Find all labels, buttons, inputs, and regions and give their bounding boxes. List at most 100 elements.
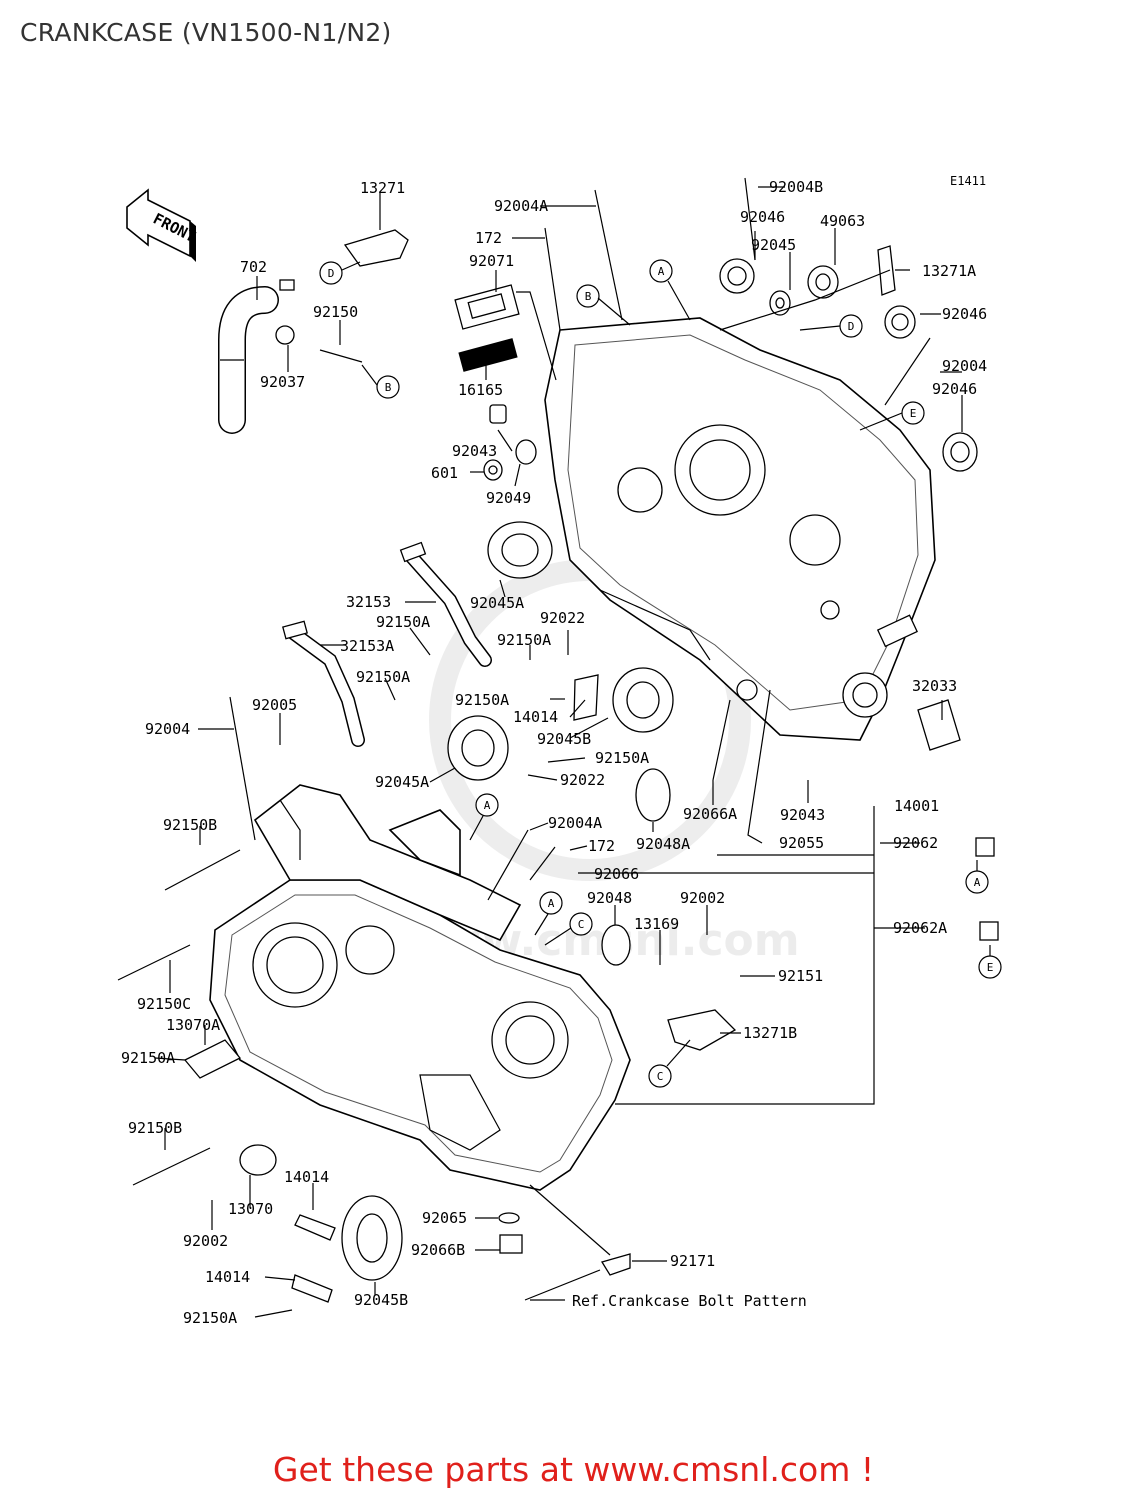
front-arrow-icon: FRONT <box>126 188 199 262</box>
svg-text:C: C <box>578 918 585 931</box>
part-92150a-f: 92150A <box>121 1049 175 1067</box>
part-13271b: 13271B <box>743 1024 797 1042</box>
part-49063: 49063 <box>820 212 865 230</box>
part-702: 702 <box>240 258 267 276</box>
fitting-32033 <box>917 699 961 751</box>
part-92055: 92055 <box>779 834 824 852</box>
part-92066a: 92066A <box>683 805 737 823</box>
gasket-16165 <box>458 338 518 372</box>
part-16165: 16165 <box>458 381 503 399</box>
part-92045a-mid: 92045A <box>375 773 429 791</box>
part-92043-mid: 92043 <box>780 806 825 824</box>
part-32153: 32153 <box>346 593 391 611</box>
plate-13070 <box>239 1144 277 1176</box>
part-92150b-top: 92150B <box>163 816 217 834</box>
crankcase-exploded-diagram: www.cmsnl.com E1411 FRONT <box>117 174 1002 1327</box>
part-14014-bottom: 14014 <box>205 1268 250 1286</box>
bearing-92045b-mid <box>612 667 674 733</box>
bearing-92045a-top <box>487 521 553 579</box>
bearing-49063 <box>807 265 839 299</box>
callout-d-1: D <box>319 261 343 285</box>
part-92062a: 92062A <box>893 919 947 937</box>
part-13070a: 13070A <box>166 1016 220 1034</box>
oil-pipe-32153 <box>399 541 492 667</box>
part-92151: 92151 <box>778 967 823 985</box>
bearing-92046-low <box>942 432 978 472</box>
part-92004-left: 92004 <box>145 720 190 738</box>
part-13070: 13070 <box>228 1200 273 1218</box>
callout-c-1: C <box>569 912 593 936</box>
part-92150a-bottom: 92150A <box>183 1309 237 1327</box>
svg-text:A: A <box>548 897 555 910</box>
part-92071: 92071 <box>469 252 514 270</box>
part-92022-mid: 92022 <box>560 771 605 789</box>
svg-text:C: C <box>657 1070 664 1083</box>
part-92002-low: 92002 <box>183 1232 228 1250</box>
bushing-92048a <box>635 768 671 822</box>
part-92005: 92005 <box>252 696 297 714</box>
part-92150: 92150 <box>313 303 358 321</box>
part-32033: 32033 <box>912 677 957 695</box>
part-92150b-low: 92150B <box>128 1119 182 1137</box>
part-14014-mid: 14014 <box>513 708 558 726</box>
dowel-92043 <box>489 404 507 424</box>
part-92150a-b: 92150A <box>497 631 551 649</box>
part-13271a: 13271A <box>922 262 976 280</box>
diagram-code: E1411 <box>950 174 986 188</box>
svg-text:E: E <box>910 407 917 420</box>
seal-92049 <box>515 439 537 465</box>
part-92022-top: 92022 <box>540 609 585 627</box>
part-92048: 92048 <box>587 889 632 907</box>
svg-text:A: A <box>658 265 665 278</box>
part-92065: 92065 <box>422 1209 467 1227</box>
part-92004a-top: 92004A <box>494 197 548 215</box>
bearing-92046-top <box>719 258 755 294</box>
cta-link[interactable]: Get these parts at www.cmsnl.com ! <box>272 1450 875 1489</box>
part-92004a-mid: 92004A <box>548 814 602 832</box>
svg-text:A: A <box>974 876 981 889</box>
part-92037: 92037 <box>260 373 305 391</box>
leader-lines <box>154 186 963 1318</box>
callout-a-3: A <box>965 870 989 894</box>
part-172-top: 172 <box>475 229 502 247</box>
callout-c-2: C <box>648 1064 672 1088</box>
part-92048a: 92048A <box>636 835 690 853</box>
part-92043-top: 92043 <box>452 442 497 460</box>
part-92046-low: 92046 <box>932 380 977 398</box>
svg-text:A: A <box>484 799 491 812</box>
part-92066: 92066 <box>594 865 639 883</box>
callout-markers: D B B A D E A A A C E C <box>319 259 1002 1088</box>
part-172-mid: 172 <box>588 837 615 855</box>
svg-text:E: E <box>987 961 994 974</box>
part-92045b-mid: 92045B <box>537 730 591 748</box>
svg-text:B: B <box>585 290 592 303</box>
breather-hose-702 <box>218 286 279 434</box>
part-14001: 14001 <box>894 797 939 815</box>
part-92150a-c: 92150A <box>356 668 410 686</box>
part-92066b: 92066B <box>411 1241 465 1259</box>
callout-a-2: A <box>475 793 499 817</box>
bracket-13271a <box>877 245 896 296</box>
part-92046-top: 92046 <box>740 208 785 226</box>
bearing-92046-mid <box>884 305 916 339</box>
svg-text:D: D <box>328 267 335 280</box>
part-labels: 13271 702 92150 92037 92004A 92004B 172 … <box>121 178 987 1327</box>
page-title: CRANKCASE (VN1500-N1/N2) <box>20 18 392 47</box>
part-92004b: 92004B <box>769 178 823 196</box>
part-13169: 13169 <box>634 915 679 933</box>
callout-d-2: D <box>839 314 863 338</box>
callout-a-1: A <box>649 259 673 283</box>
bracket-13271 <box>343 229 409 267</box>
part-92150a-a: 92150A <box>376 613 430 631</box>
callout-e-2: E <box>978 955 1002 979</box>
callout-b-1: B <box>376 375 400 399</box>
part-14014-low: 14014 <box>284 1168 329 1186</box>
part-92046-mid: 92046 <box>942 305 987 323</box>
part-92171: 92171 <box>670 1252 715 1270</box>
part-92049: 92049 <box>486 489 531 507</box>
oil-seal-601 <box>483 459 503 481</box>
crankcase-side-frame <box>253 784 522 942</box>
part-92004-right: 92004 <box>942 357 987 375</box>
part-92150a-e: 92150A <box>595 749 649 767</box>
crankcase-lower-half <box>209 879 631 1191</box>
